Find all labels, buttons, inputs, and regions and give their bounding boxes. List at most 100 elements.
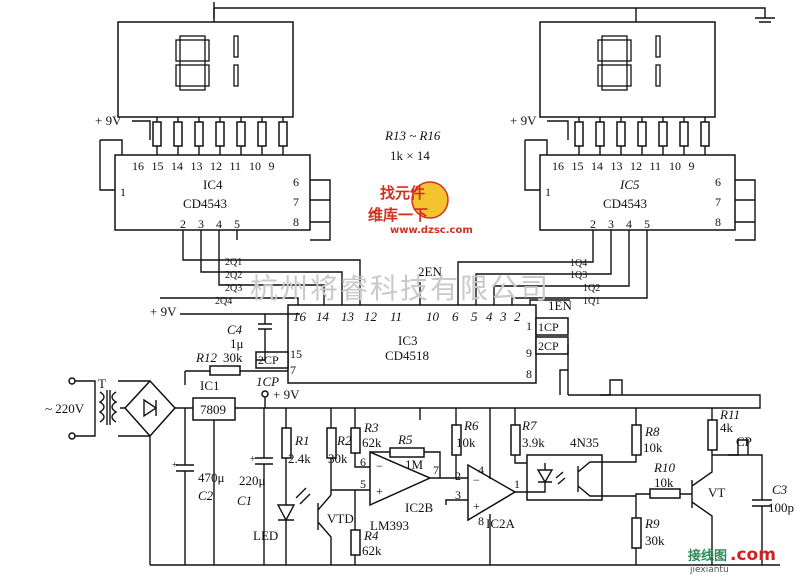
ac-terminal-bottom: [68, 432, 76, 440]
ic4-pin-6: 6: [293, 175, 299, 189]
ic2a-pin-4: 4: [478, 463, 484, 477]
opto-transistor: [577, 461, 602, 497]
r12-label: R12: [195, 350, 217, 365]
ic4-pin-9: 9: [269, 159, 275, 173]
c3-capacitor: [752, 480, 772, 565]
bus-1q2: 1Q2: [583, 283, 600, 294]
ic3-pin-16: 16: [293, 309, 307, 324]
c1-value: 220μ: [239, 473, 266, 488]
ic4-pin-14: 14: [171, 159, 183, 173]
c1-plus: +: [250, 454, 256, 465]
ic2a-pin-1: 1: [514, 477, 520, 491]
display-right-resistor: [616, 121, 626, 147]
cp-pulse: [728, 439, 749, 456]
r5-value: 1M: [405, 457, 424, 472]
ic2a-minus: −: [473, 473, 480, 487]
bus-2q3: 2Q3: [225, 283, 242, 294]
r5-label: R5: [397, 432, 413, 447]
watermark: 杭州将睿科技有限公司: [250, 272, 550, 305]
supply-9v-node: [261, 390, 269, 398]
ic3-pin-13: 13: [341, 309, 355, 324]
opto-led: [520, 463, 554, 493]
bus-2q1: 2Q1: [225, 257, 242, 268]
supply-9v-ic3: + 9V: [150, 304, 177, 319]
transistor-vt: [691, 455, 713, 565]
ic3-pin-1: 1: [526, 319, 532, 333]
ic4-pin-2: 2: [180, 217, 186, 231]
c2-capacitor: [176, 408, 194, 565]
display-left-resistor: [173, 121, 183, 147]
display-right-resistor: [658, 121, 668, 147]
ic3-pin-3: 3: [499, 309, 507, 324]
ic2a-pin-3: 3: [455, 488, 461, 502]
ic2b-pin-5: 5: [360, 477, 366, 491]
bus-1q3: 1Q3: [570, 270, 587, 281]
ground-wire-top: [213, 2, 775, 23]
brand-com: .com: [730, 545, 776, 565]
bus-1en: 1EN: [548, 298, 572, 313]
led-symbol: [276, 504, 296, 565]
ic4-pin-1: 1: [120, 185, 126, 199]
supply-9v-ic5-wire: [547, 120, 569, 140]
pulse-symbol: [600, 379, 623, 396]
ic3-pin-7: 7: [290, 363, 296, 377]
c1-capacitor: [255, 408, 273, 565]
supply-9v-ic5: + 9V: [510, 113, 537, 128]
supply-9v-reg: + 9V: [273, 387, 300, 402]
r12-value: 30k: [223, 350, 243, 365]
bridge-wires: [120, 407, 193, 565]
ic5-pin-3: 3: [608, 217, 614, 231]
ic2b-minus: −: [376, 459, 383, 473]
resistor-note-range: R13 ~ R16: [384, 128, 441, 143]
ic5-wiring: [524, 139, 756, 241]
opto-label: 4N35: [570, 435, 599, 450]
ic3-1cp-box: [535, 317, 569, 336]
brand-cn: 接线图: [688, 548, 727, 564]
dzsc-logo: 找元件 维库一下 www.dzsc.com: [368, 181, 473, 236]
en-wires: [419, 282, 570, 305]
ic4-pin-5: 5: [234, 217, 240, 231]
display-right-resistor: [637, 121, 647, 147]
display-left-resistor: [278, 121, 288, 147]
transformer-coils: [98, 391, 118, 423]
ic5-pin-1: 1: [545, 185, 551, 199]
ic1-label: IC1: [200, 378, 220, 393]
ic5-pin-4: 4: [626, 217, 632, 231]
ic3-1cp: 1CP: [538, 320, 559, 334]
ic3-1cp-left: 1CP: [256, 374, 279, 389]
r10-resistor: [649, 488, 681, 499]
display-right-digit-2: [655, 35, 661, 87]
r9-resistor: [631, 517, 642, 549]
r1-label: R1: [294, 433, 309, 448]
r12-resistor: [209, 365, 241, 376]
op-amp-ic2a: [467, 463, 517, 522]
r7-label: R7: [521, 418, 537, 433]
supply-ac: ~ 220V: [45, 401, 85, 416]
r6-value: 10k: [456, 435, 476, 450]
display-right-resistor: [679, 121, 689, 147]
ic3-pin-11: 11: [390, 309, 402, 324]
ic4-pin-15: 15: [152, 159, 164, 173]
display-left-resistor: [194, 121, 204, 147]
transformer-label: T: [98, 376, 106, 391]
ic3-pin-9: 9: [526, 346, 532, 360]
ic3-name: IC3: [398, 333, 418, 348]
bus-1q1: 1Q1: [583, 296, 600, 307]
ic2a-wires: [445, 408, 520, 565]
r8-label: R8: [644, 424, 660, 439]
bus-wires-ic4: [160, 230, 361, 305]
r8-value: 10k: [643, 440, 663, 455]
display-right-resistor: [700, 121, 710, 147]
c4-value: 1μ: [230, 336, 244, 351]
ic2a-label: IC2A: [486, 516, 516, 531]
r7-value: 3.9k: [522, 435, 545, 450]
logo-badge: 找元件: [380, 184, 425, 202]
r2-label: R2: [336, 433, 352, 448]
bus-2q4: 2Q4: [215, 296, 232, 307]
vt-label: VT: [708, 485, 725, 500]
ic3-2cp-left: 2CP: [258, 353, 279, 367]
